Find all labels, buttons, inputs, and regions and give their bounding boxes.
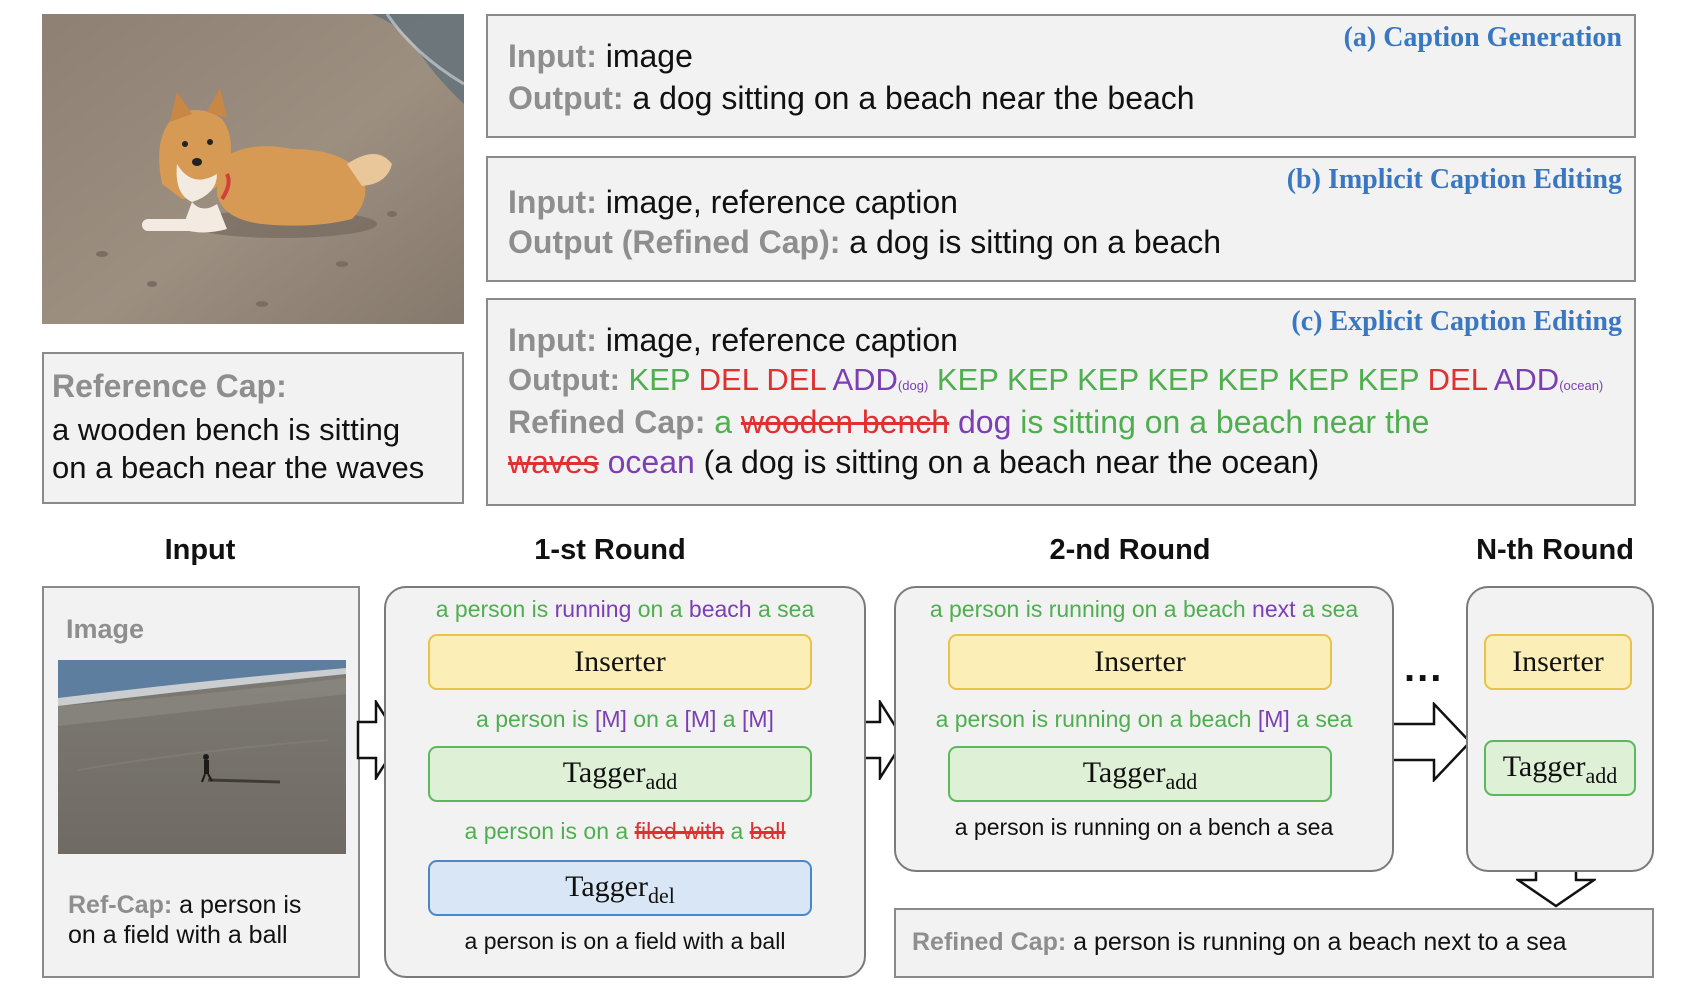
caption-segment: a sea [1296,706,1353,732]
caption-segment: [M] [684,706,717,732]
panel-c-refined-line2: waves ocean (a dog is sitting on a beach… [508,444,1320,480]
caption-segment: a person is [476,706,589,732]
final-refined-caption-box: Refined Cap: a person is running on a be… [894,908,1654,978]
panel-c-output: Output: KEP DEL DEL ADD(dog) KEP KEP KEP… [508,362,1604,397]
caption-segment: a [722,706,736,732]
edit-op-kep: KEP [1147,362,1209,397]
panel-a-input: Input: image [508,38,693,74]
panel-c-refined-line1: Refined Cap: a wooden bench dog is sitti… [508,404,1430,440]
round1-tagger-del: Taggerdel [428,860,812,916]
arrow-to-round-n [1384,702,1472,782]
caption-segment: a person is [435,596,549,622]
roundn-tagger-add: Taggeradd [1484,740,1636,796]
reference-caption-label: Reference Cap: [52,368,287,404]
edit-op-add: ADD(dog) [832,362,929,397]
ellipsis: ... [1404,646,1444,690]
final-refined-caption: Refined Cap: a person is running on a be… [912,928,1567,956]
caption-segment: [M] [594,706,627,732]
panel-b-input: Input: image, reference caption [508,184,958,220]
panel-caption-generation: (a) Caption Generation Input: image Outp… [486,14,1636,138]
caption-segment: a person is on a [464,818,629,844]
round1-inserter-output: a person is running on a beach a sea [386,596,864,623]
round2-tagger-add-output: a person is running on a beach [M] a sea [896,706,1392,733]
edit-op-kep: KEP [1077,362,1139,397]
round2-tagger-add: Taggeradd [948,746,1332,802]
edit-op-kep: KEP [1007,362,1069,397]
edit-op-kep: KEP [1357,362,1420,397]
edit-op-kep: KEP [1217,362,1279,397]
panel-a-output: Output: a dog sitting on a beach near th… [508,80,1195,116]
edit-operation-sequence: KEP DEL DEL ADD(dog) KEP KEP KEP KEP KEP… [629,362,1604,397]
header-input: Input [164,534,236,566]
caption-segment: running [554,596,632,622]
input-refcap: Ref-Cap: a person is on a field with a b… [68,891,302,949]
edit-op-add: ADD(ocean) [1493,362,1604,397]
round1-tagger-add: Taggeradd [428,746,812,802]
caption-segment: on a [637,596,683,622]
round1-box: a person is running on a beach a sea Ins… [384,586,866,978]
reference-caption-line1: a wooden bench is sitting [52,412,401,447]
round2-inserter-output: a person is running on a beach next a se… [896,596,1392,623]
caption-segment: filed with [634,818,725,844]
panel-explicit-editing: (c) Explicit Caption Editing Input: imag… [486,298,1636,506]
round2-inserter: Inserter [948,634,1332,690]
reference-caption-box: Reference Cap: a wooden bench is sitting… [42,352,464,504]
round2-box: a person is running on a beach next a se… [894,586,1394,872]
dog-beach-photo [42,13,465,324]
edit-op-del: DEL [1427,362,1487,397]
edit-op-kep: KEP [628,362,690,397]
roundn-inserter: Inserter [1484,634,1632,690]
round1-tagger-add-output: a person is [M] on a [M] a [M] [386,706,864,733]
edit-op-del: DEL [698,362,758,397]
roundn-box: Inserter Taggeradd [1466,586,1654,872]
caption-segment: next [1252,596,1296,622]
panel-b-title: (b) Implicit Caption Editing [1286,164,1622,195]
added-word: ocean [607,444,695,480]
caption-segment: on a [633,706,679,732]
caption-segment: a [730,818,744,844]
input-box: Image Ref-Cap: a person is on a field wi… [42,586,360,978]
caption-segment: beach [688,596,752,622]
reference-caption-line2: on a beach near the waves [52,450,425,485]
header-round-n: N-th Round [1476,534,1634,566]
caption-segment: a person is running on a beach [929,596,1246,622]
round1-inserter: Inserter [428,634,812,690]
panel-implicit-editing: (b) Implicit Caption Editing Input: imag… [486,156,1636,282]
round1-tagger-del-output: a person is on a filed with a ball [386,818,864,845]
deleted-word: waves [508,444,599,480]
panel-c-title: (c) Explicit Caption Editing [1291,306,1622,337]
added-word: dog [957,404,1012,440]
round2-input-caption: a person is running on a bench a sea [954,814,1334,840]
caption-segment: ball [749,818,786,844]
panel-b-output: Output (Refined Cap): a dog is sitting o… [508,224,1222,260]
panel-c-input: Input: image, reference caption [508,322,958,358]
caption-segment: a person is running on a beach [935,706,1252,732]
round1-input-caption: a person is on a field with a ball [464,928,786,954]
panel-a-title: (a) Caption Generation [1343,22,1622,53]
runner-beach-photo [58,660,346,854]
caption-segment: [M] [1257,706,1290,732]
header-round-2: 2-nd Round [1049,534,1211,566]
deleted-words: wooden bench [740,404,950,440]
input-image-label: Image [66,614,145,644]
caption-segment: a sea [1301,596,1359,622]
header-round-1: 1-st Round [534,534,686,566]
edit-op-del: DEL [766,362,826,397]
caption-segment: [M] [741,706,774,732]
edit-op-kep: KEP [1287,362,1349,397]
edit-op-kep: KEP [936,362,999,397]
caption-segment: a sea [757,596,815,622]
